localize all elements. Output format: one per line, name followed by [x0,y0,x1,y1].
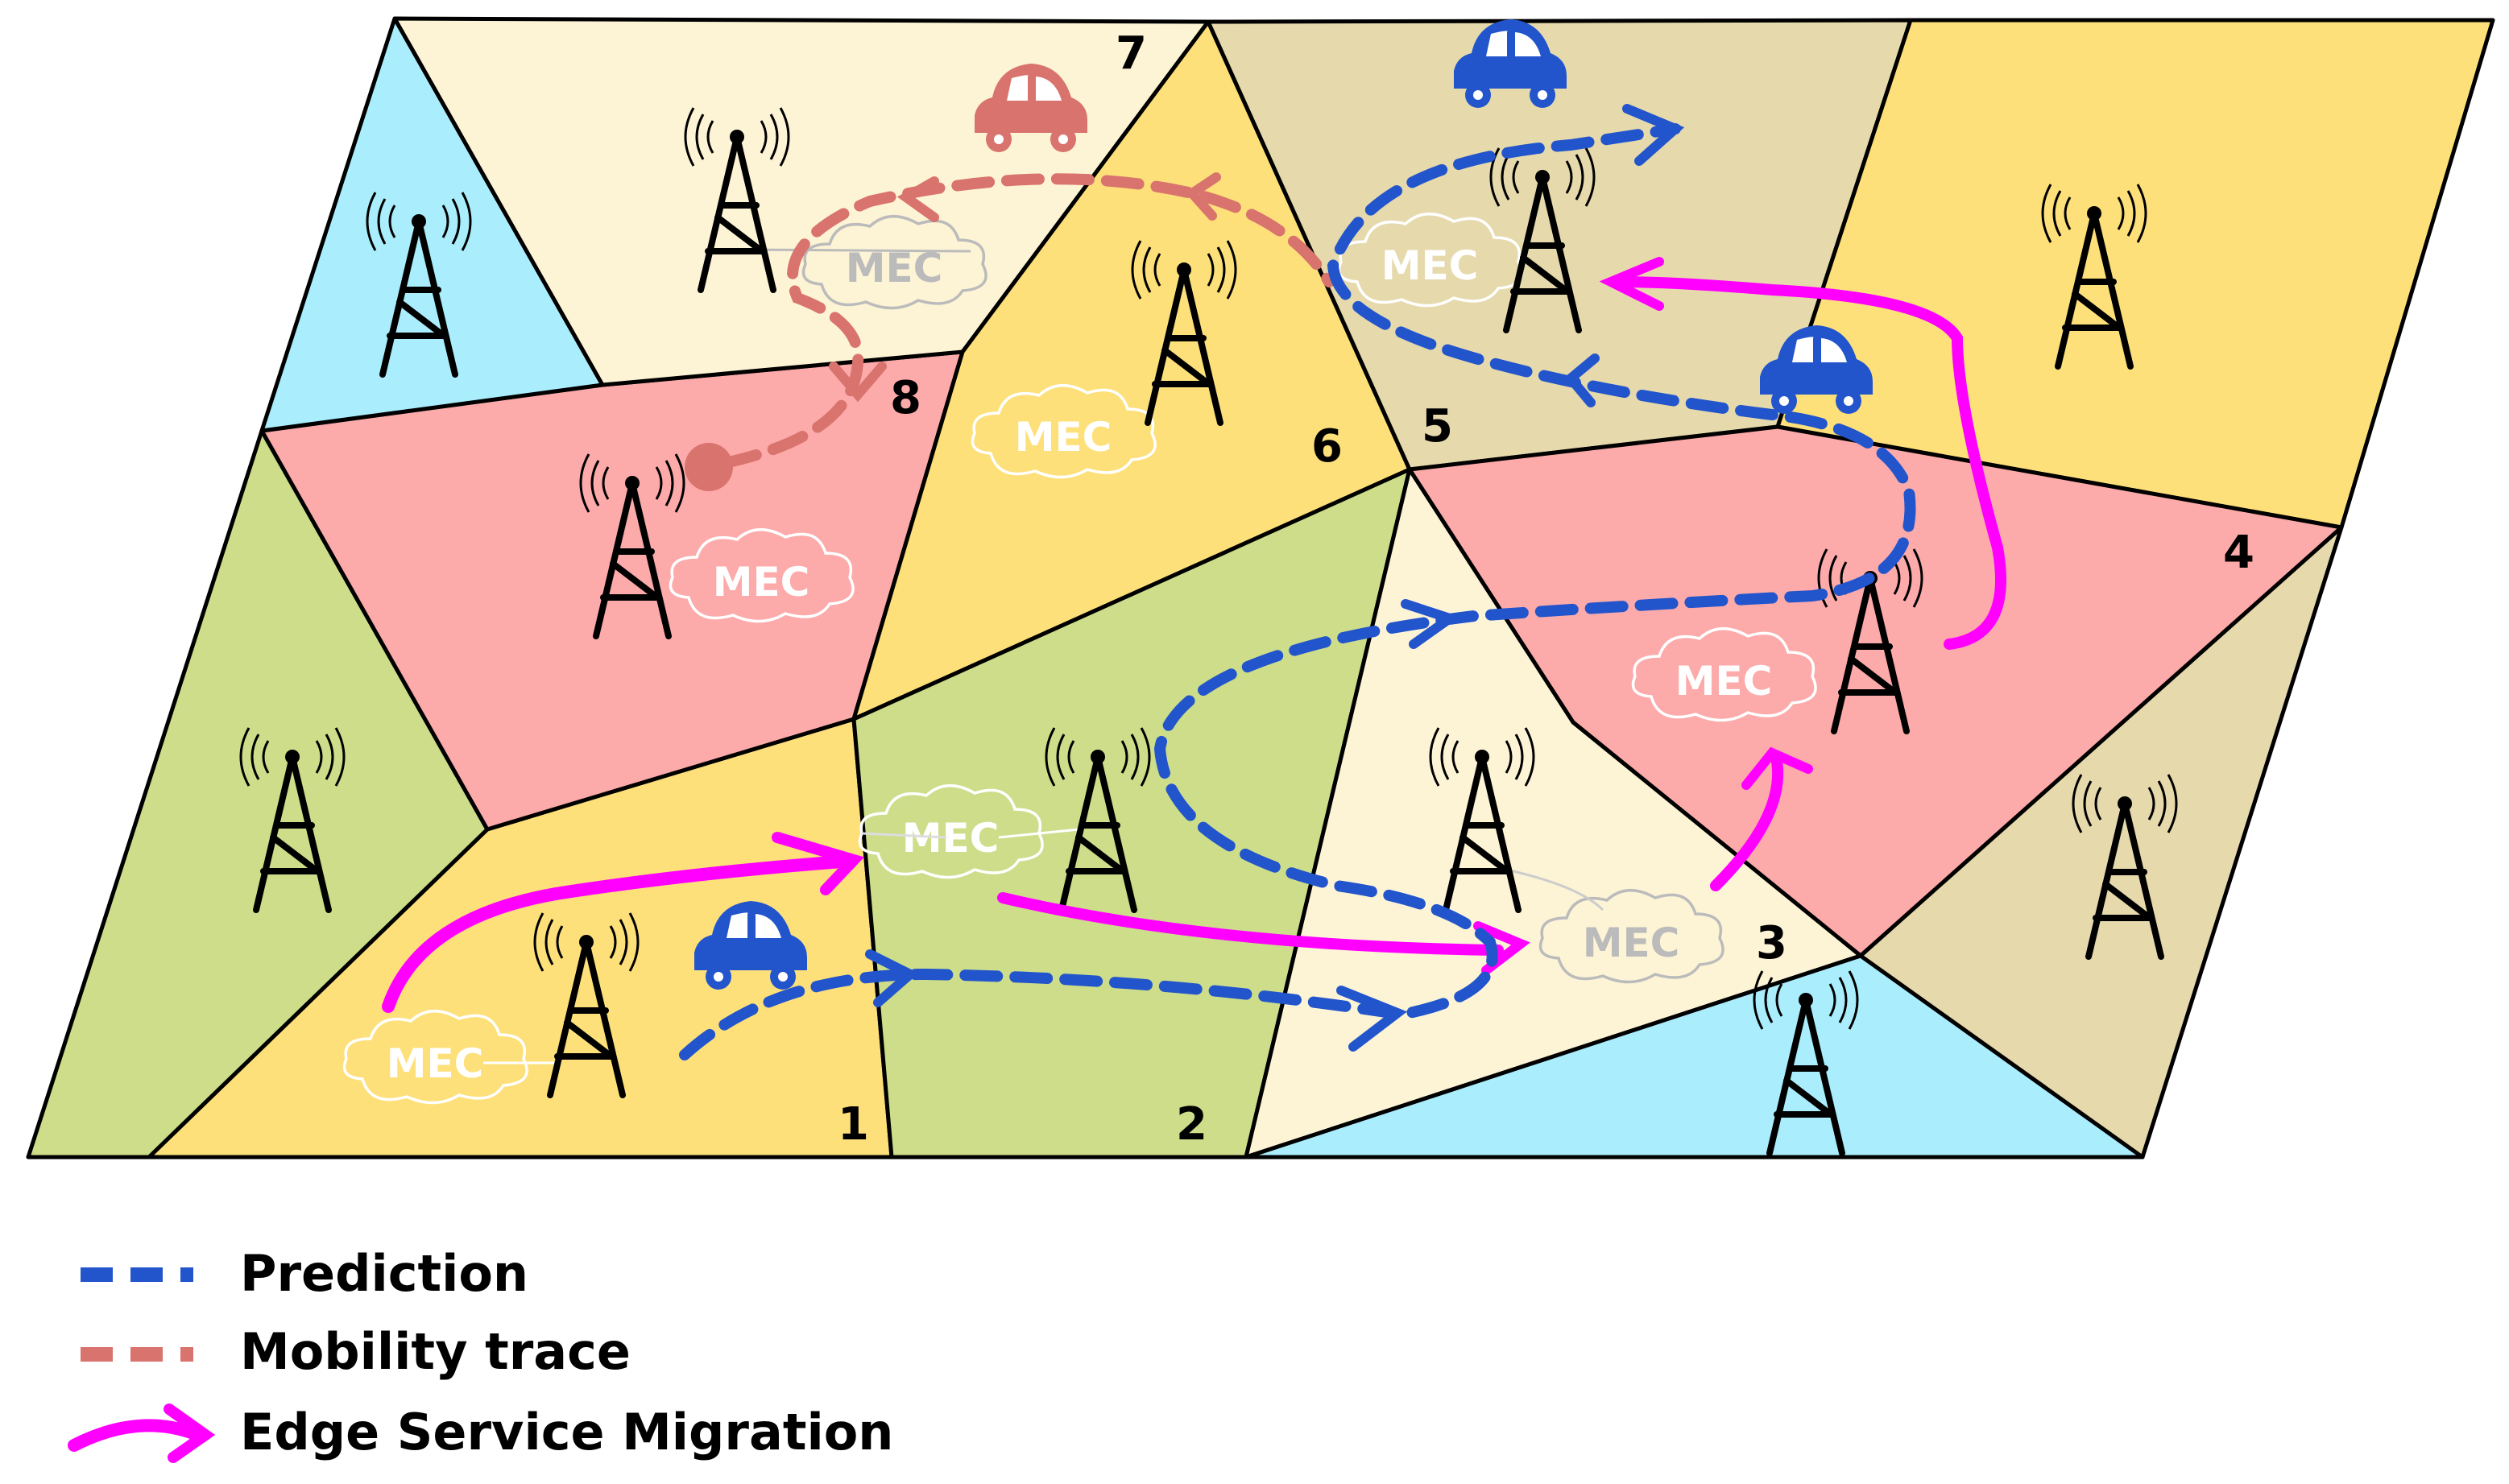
prediction-arrowhead [1622,104,1685,166]
mec-links [483,248,1604,1064]
cell-bottom-right-tan [1858,525,2344,1160]
prediction-arrowhead [1401,599,1461,649]
migration-arrowhead [1741,746,1813,790]
mobility-arrowhead [829,362,887,403]
cell-label-4: 4 [2223,527,2254,579]
mec-label: MEC [1015,414,1112,461]
mobility-arrowhead [1184,172,1221,221]
mec-label: MEC [713,559,810,606]
legend: Prediction Mobility trace Edge Service M… [68,1244,893,1463]
migration-path [1710,751,1784,891]
mobility-trace [685,172,1335,491]
legend-mobility-label: Mobility trace [240,1322,631,1381]
cell-label-3: 3 [1756,917,1787,969]
cell-label-5: 5 [1422,400,1453,453]
migration-arrowhead [1599,257,1664,311]
mobility-arrowhead [896,176,939,222]
legend-migration-swatch [68,1419,200,1452]
cell-label-8: 8 [890,372,921,424]
cell-label-2: 2 [1176,1098,1207,1151]
mec-clouds: MEC MEC MEC MEC MEC MEC MEC MEC [342,212,1817,1105]
mec-label: MEC [1583,920,1680,966]
migration-arrows [382,257,2006,1013]
mec-label: MEC [902,815,1000,862]
prediction-arrowhead [865,949,919,1007]
cell-labels: 1 2 3 4 5 6 7 8 [838,27,2254,1151]
mec-label: MEC [846,245,943,291]
prediction-arrowhead [1336,986,1408,1052]
prediction-trace [679,104,1916,1060]
mec-label: MEC [1381,242,1479,289]
migration-path [997,892,1504,956]
cells [26,16,2495,1160]
migration-path [1613,276,2006,650]
mobility-path [719,173,1335,469]
migration-arrowhead [1473,921,1530,975]
legend-prediction-label: Prediction [240,1244,528,1303]
mec-label: MEC [387,1040,484,1087]
cell-label-1: 1 [838,1098,869,1151]
mobility-start-dot [685,443,733,491]
migration-path [382,855,848,1013]
cell-label-6: 6 [1311,420,1343,473]
cell-label-7: 7 [1116,27,1147,80]
mec-label: MEC [1675,658,1773,705]
prediction-path [679,123,1916,1060]
legend-migration-arrowhead [164,1403,216,1463]
migration-arrowhead [772,832,864,895]
prediction-arrowhead [1563,353,1600,407]
legend-migration-label: Edge Service Migration [240,1403,893,1461]
